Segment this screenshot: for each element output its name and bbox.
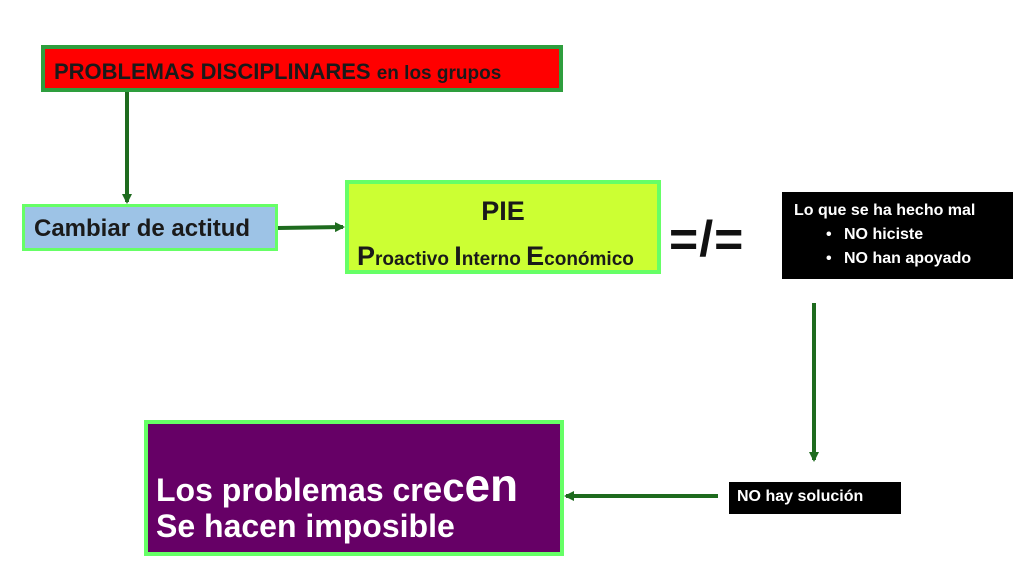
crecen-box: Los problemas crecen Se hacen imposible	[144, 420, 564, 556]
mal-item: NO han apoyado	[826, 250, 1013, 268]
not-equal-sign: =/=	[669, 211, 745, 267]
pie-title: PIE	[481, 196, 525, 226]
arrow-actitud-to-pie	[277, 222, 345, 233]
pie-w2-cap: I	[454, 241, 462, 271]
pie-w3-cap: E	[526, 241, 545, 271]
pie-w1-rest: roactivo	[375, 249, 449, 270]
actitud-box: Cambiar de actitud	[22, 204, 278, 251]
crecen-line-1-b: e	[422, 470, 443, 509]
pie-w2-rest: nterno	[461, 249, 521, 270]
crecen-line-1: Los problemas crecen	[156, 458, 518, 512]
mal-box: Lo que se ha hecho mal NO hiciste NO han…	[782, 192, 1013, 279]
pie-box: PIE Proactivo Interno Económico	[345, 180, 661, 274]
crecen-line-2: Se hacen imposible	[156, 508, 455, 544]
no-solucion-text: NO hay solución	[737, 488, 864, 505]
mal-item: NO hiciste	[826, 226, 1013, 244]
no-solucion-box: NO hay solución	[729, 482, 901, 514]
problems-suffix-text: en los grupos	[376, 63, 502, 84]
crecen-line-1-d: en	[464, 459, 519, 511]
pie-w1-cap: P	[357, 241, 376, 271]
crecen-line-1-c: c	[442, 466, 465, 510]
crecen-line-1-a: Los problemas cr	[156, 472, 423, 508]
problems-main-text: PROBLEMAS DISCIPLINARES	[54, 59, 371, 84]
actitud-label: Cambiar de actitud	[34, 215, 251, 242]
pie-expansion: Proactivo Interno Económico	[357, 241, 634, 272]
mal-title: Lo que se ha hecho mal	[794, 202, 976, 219]
problems-box: PROBLEMAS DISCIPLINARES en los grupos	[41, 45, 563, 92]
mal-list: NO hiciste NO han apoyado	[794, 226, 1013, 268]
pie-w3-rest: conómico	[544, 249, 634, 270]
